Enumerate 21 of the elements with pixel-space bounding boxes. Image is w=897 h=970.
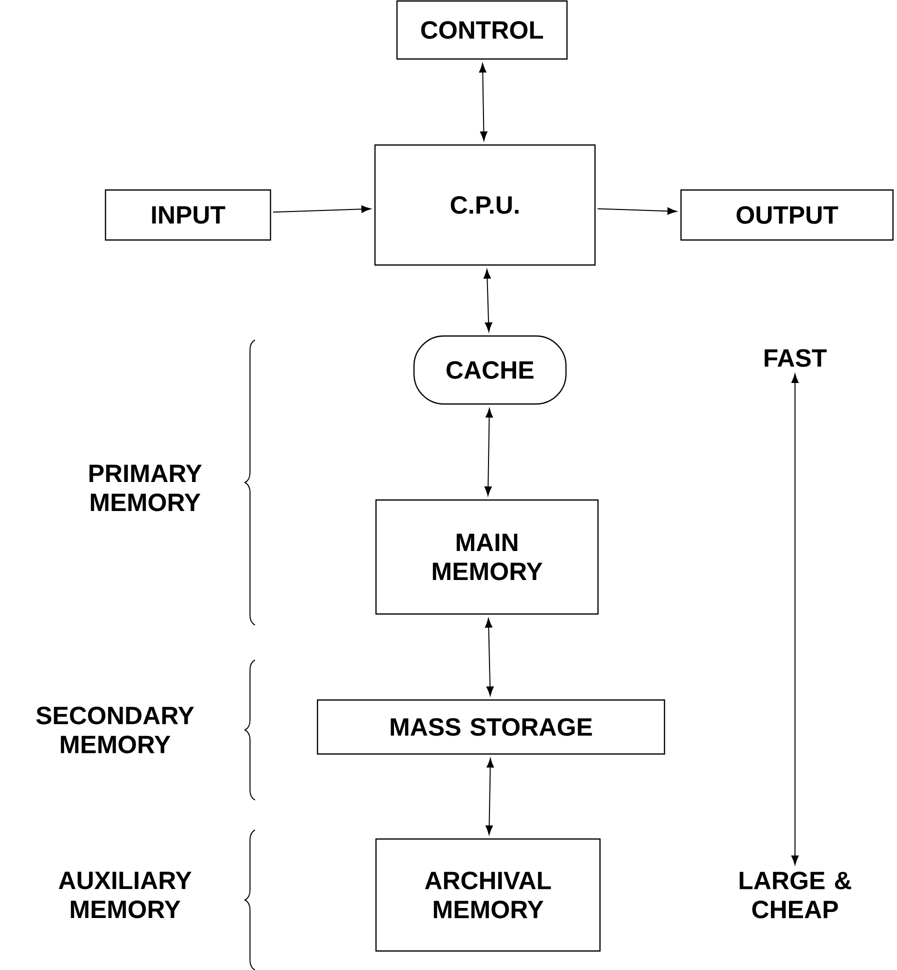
arrow (485, 618, 494, 696)
process-box: C.P.U. (374, 144, 596, 266)
process-box: MASS STORAGE (316, 699, 666, 755)
arrow (272, 206, 371, 213)
process-box: ARCHIVAL MEMORY (375, 838, 601, 952)
process-box: CONTROL (396, 0, 568, 60)
scale-arrow (791, 374, 799, 865)
arrow (479, 63, 488, 141)
memory-level-label: AUXILIARY MEMORY (58, 872, 192, 918)
cache-pill: CACHE (413, 335, 567, 405)
arrow (597, 207, 677, 215)
scale-label: LARGE & CHEAP (740, 872, 852, 918)
arrow (484, 269, 492, 332)
memory-level-label: PRIMARY MEMORY (90, 464, 202, 512)
arrow (484, 408, 493, 496)
memory-level-label: SECONDARY MEMORY (36, 706, 194, 754)
process-box: INPUT (104, 189, 272, 241)
process-box: MAIN MEMORY (375, 499, 599, 615)
scale-label: FAST (764, 349, 827, 367)
arrow (486, 758, 494, 835)
process-box: OUTPUT (680, 189, 894, 241)
